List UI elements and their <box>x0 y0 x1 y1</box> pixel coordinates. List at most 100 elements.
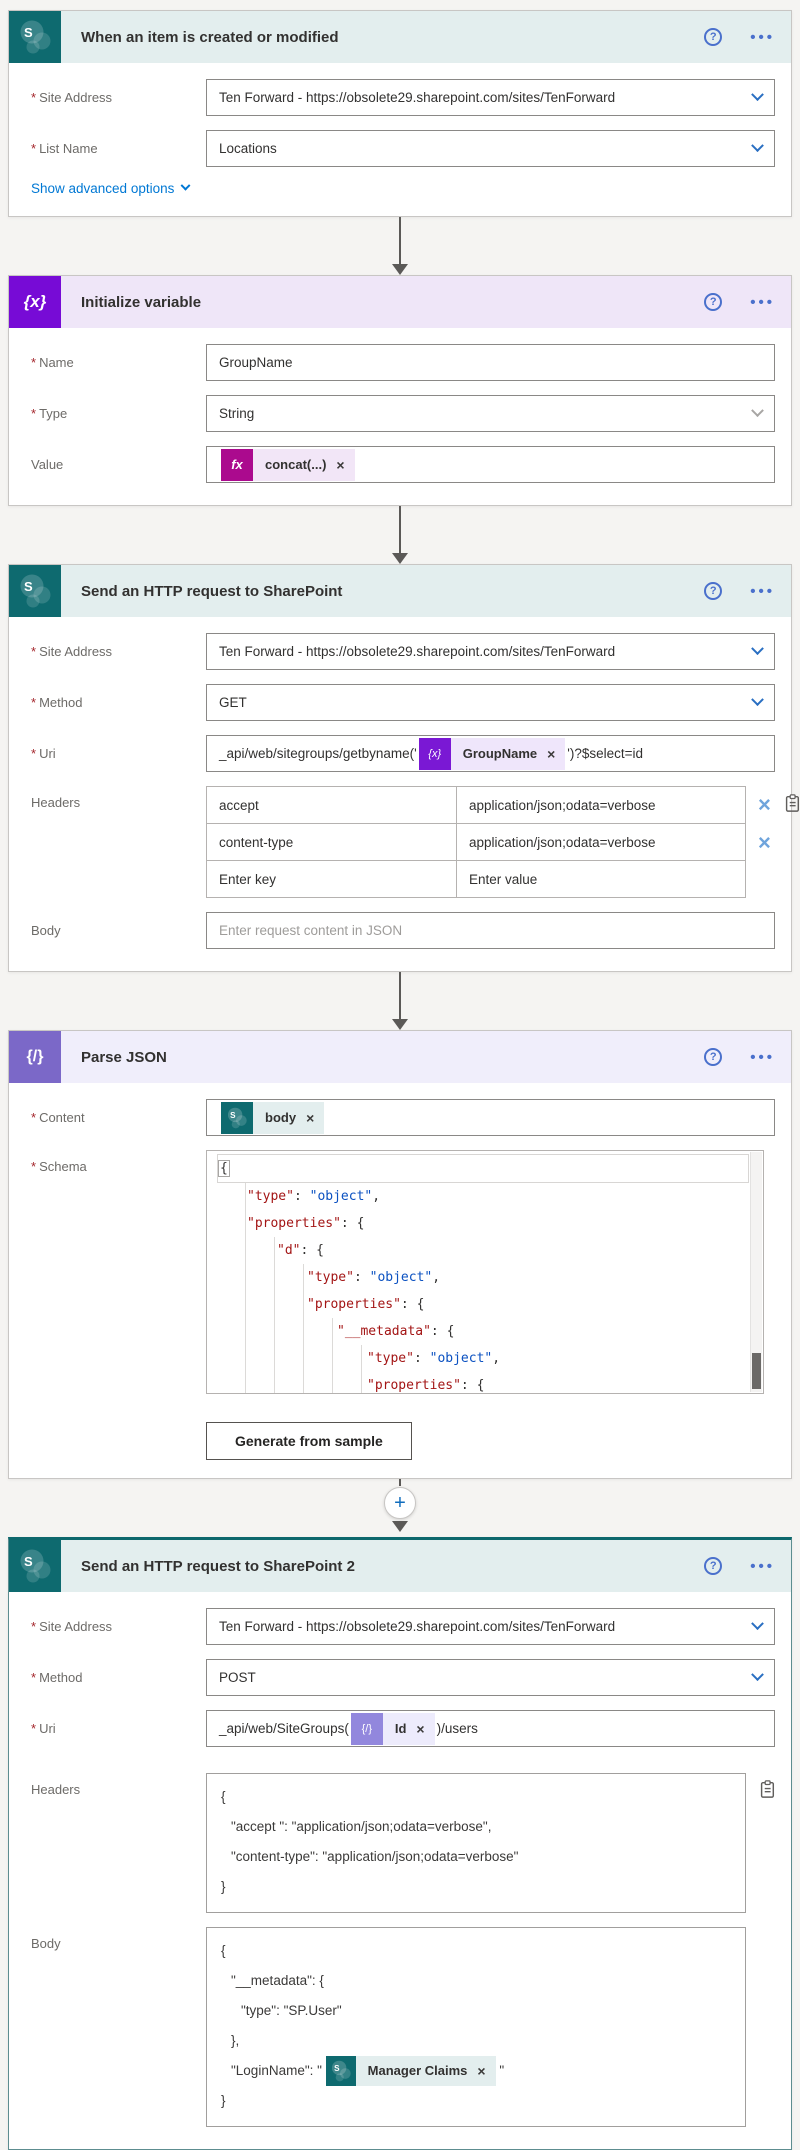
schema-line: { <box>217 1154 749 1183</box>
chevron-down-icon <box>751 139 764 153</box>
connector-arrow <box>0 506 800 564</box>
body-json-input[interactable]: { "__metadata": { "type": "SP.User" }, "… <box>206 1927 746 2128</box>
help-icon[interactable]: ? <box>704 293 723 311</box>
headers-json-input[interactable]: { "accept ": "application/json;odata=ver… <box>206 1773 746 1913</box>
site-address-label: *Site Address <box>31 1619 113 1634</box>
fx-expression-icon: fx <box>221 448 253 481</box>
parse-json-card[interactable]: {/} Parse JSON ? ••• *Content <box>8 1030 792 1479</box>
remove-token-icon[interactable]: × <box>547 745 556 762</box>
ellipsis-menu-icon[interactable]: ••• <box>750 28 775 46</box>
site-address-dropdown[interactable]: Ten Forward - https://obsolete29.sharepo… <box>206 79 775 116</box>
site-address-label: *Site Address <box>31 644 113 659</box>
http-request-2-title: Send an HTTP request to SharePoint 2 <box>81 1557 355 1575</box>
show-advanced-options-link[interactable]: Show advanced options <box>31 180 775 196</box>
header-value-input[interactable]: Enter value <box>469 871 538 887</box>
delete-header-row-icon[interactable]: × <box>758 792 771 817</box>
http-request-2-card[interactable]: S Send an HTTP request to SharePoint 2 ?… <box>8 1537 792 2150</box>
schema-label: *Schema <box>31 1159 87 1174</box>
parse-json-title: Parse JSON <box>81 1048 167 1066</box>
variable-token[interactable]: {x} GroupName × <box>418 737 566 770</box>
ellipsis-menu-icon[interactable]: ••• <box>750 582 775 600</box>
initialize-variable-card[interactable]: {x} Initialize variable ? ••• *Name Grou… <box>8 275 792 506</box>
uri-input[interactable]: _api/web/sitegroups/getbyname(' {x} Grou… <box>206 735 775 772</box>
arrow-head <box>392 1521 408 1532</box>
site-address-dropdown[interactable]: Ten Forward - https://obsolete29.sharepo… <box>206 1608 775 1645</box>
value-input[interactable]: fx concat(...) × <box>206 446 775 483</box>
insert-step-button[interactable]: + <box>384 1487 416 1519</box>
body-input[interactable]: Enter request content in JSON <box>206 912 775 949</box>
body-label: Body <box>31 923 61 938</box>
ellipsis-menu-icon[interactable]: ••• <box>750 293 775 311</box>
help-icon[interactable]: ? <box>704 28 723 46</box>
generate-from-sample-button[interactable]: Generate from sample <box>206 1422 412 1460</box>
svg-text:S: S <box>24 25 33 40</box>
site-address-value: Ten Forward - https://obsolete29.sharepo… <box>219 644 616 659</box>
chevron-down-icon <box>751 1617 764 1631</box>
ellipsis-menu-icon[interactable]: ••• <box>750 1557 775 1575</box>
sharepoint-icon: S <box>9 565 61 617</box>
header-value-input[interactable]: application/json;odata=verbose <box>469 834 656 850</box>
remove-token-icon[interactable]: × <box>336 456 345 473</box>
remove-token-icon[interactable]: × <box>306 1109 315 1126</box>
initialize-variable-header[interactable]: {x} Initialize variable ? ••• <box>9 276 791 328</box>
headers-table: accept application/json;odata=verbose × <box>206 786 800 898</box>
method-value: POST <box>219 1670 256 1685</box>
scrollbar-thumb[interactable] <box>752 1353 761 1389</box>
schema-editor[interactable]: { "type": "object", "properties": { "d":… <box>206 1150 764 1394</box>
chevron-down-icon <box>180 180 191 191</box>
expression-token[interactable]: fx concat(...) × <box>221 448 355 481</box>
connector-arrow <box>0 972 800 1030</box>
remove-token-icon[interactable]: × <box>477 2063 486 2080</box>
schema-line: "type": "object", <box>217 1345 749 1372</box>
content-input[interactable]: S body × <box>206 1099 775 1136</box>
uri-label: *Uri <box>31 746 56 761</box>
trigger-card[interactable]: S When an item is created or modified ? … <box>8 10 792 217</box>
method-dropdown[interactable]: GET <box>206 684 775 721</box>
site-address-dropdown[interactable]: Ten Forward - https://obsolete29.sharepo… <box>206 633 775 670</box>
header-key-input[interactable]: accept <box>207 787 457 823</box>
parse-json-header[interactable]: {/} Parse JSON ? ••• <box>9 1031 791 1083</box>
chevron-down-icon <box>751 642 764 656</box>
type-dropdown[interactable]: String <box>206 395 775 432</box>
delete-header-row-icon[interactable]: × <box>758 829 771 855</box>
parse-json-icon: {/} <box>9 1031 61 1083</box>
parse-json-token[interactable]: {/} Id × <box>350 1712 435 1745</box>
uri-input[interactable]: _api/web/SiteGroups( {/} Id × )/users <box>206 1710 775 1747</box>
body-token[interactable]: S body × <box>221 1101 325 1134</box>
header-value-input[interactable]: application/json;odata=verbose <box>469 797 656 813</box>
http-request-card[interactable]: S Send an HTTP request to SharePoint ? •… <box>8 564 799 972</box>
trigger-card-header[interactable]: S When an item is created or modified ? … <box>9 11 791 63</box>
help-icon[interactable]: ? <box>704 582 723 600</box>
help-icon[interactable]: ? <box>704 1557 723 1575</box>
schema-line: "properties": { <box>217 1372 749 1393</box>
remove-token-icon[interactable]: × <box>416 1720 425 1737</box>
header-row-empty: Enter key Enter value <box>206 860 800 898</box>
schema-line: "d": { <box>217 1237 749 1264</box>
body-label: Body <box>31 1936 61 1951</box>
http-request-2-header[interactable]: S Send an HTTP request to SharePoint 2 ?… <box>9 1540 791 1592</box>
http-request-header[interactable]: S Send an HTTP request to SharePoint ? •… <box>9 565 791 617</box>
header-key-input[interactable]: Enter key <box>207 861 457 897</box>
method-value: GET <box>219 695 247 710</box>
list-name-dropdown[interactable]: Locations <box>206 130 775 167</box>
svg-text:S: S <box>334 2064 340 2073</box>
site-address-value: Ten Forward - https://obsolete29.sharepo… <box>219 90 616 105</box>
schema-scrollbar[interactable] <box>750 1152 762 1392</box>
help-icon[interactable]: ? <box>704 1048 723 1066</box>
type-label: *Type <box>31 406 68 421</box>
site-address-label: *Site Address <box>31 90 113 105</box>
key-value-mode-toggle-icon[interactable] <box>758 1779 776 1804</box>
method-label: *Method <box>31 695 83 710</box>
name-input[interactable]: GroupName <box>206 344 775 381</box>
type-value: String <box>219 406 255 421</box>
variable-token-icon: {x} <box>418 737 451 770</box>
arrow-head <box>392 553 408 564</box>
header-key-input[interactable]: content-type <box>207 824 457 860</box>
headers-label: Headers <box>31 795 81 810</box>
text-mode-toggle-icon[interactable] <box>783 793 800 818</box>
method-dropdown[interactable]: POST <box>206 1659 775 1696</box>
ellipsis-menu-icon[interactable]: ••• <box>750 1048 775 1066</box>
